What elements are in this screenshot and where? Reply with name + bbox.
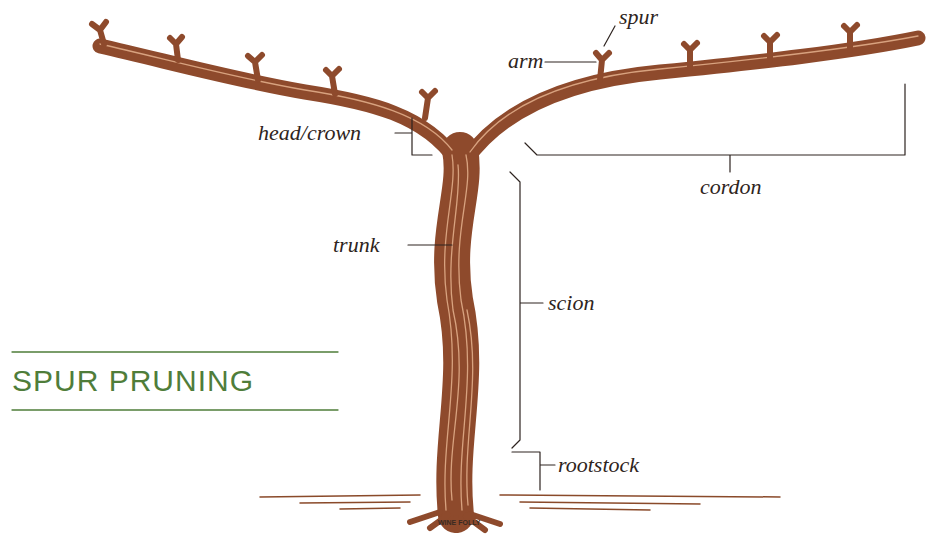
part-label: rootstock [558,454,639,476]
part-label: spur [619,6,658,28]
bark-texture [100,36,918,510]
part-label: cordon [700,176,762,198]
part-label: scion [548,292,594,314]
ground-lines [260,495,780,510]
leader-lines [395,26,905,490]
part-label: trunk [333,234,379,256]
cordon-wood [100,38,918,160]
part-label: arm [508,50,543,72]
spur-stubs [92,22,857,118]
roots [410,512,500,530]
part-label: head/crown [258,122,361,144]
diagram-title: SPUR PRUNING [12,366,254,396]
watermark: WINE FOLLY [438,519,481,526]
title-rules [12,352,338,410]
